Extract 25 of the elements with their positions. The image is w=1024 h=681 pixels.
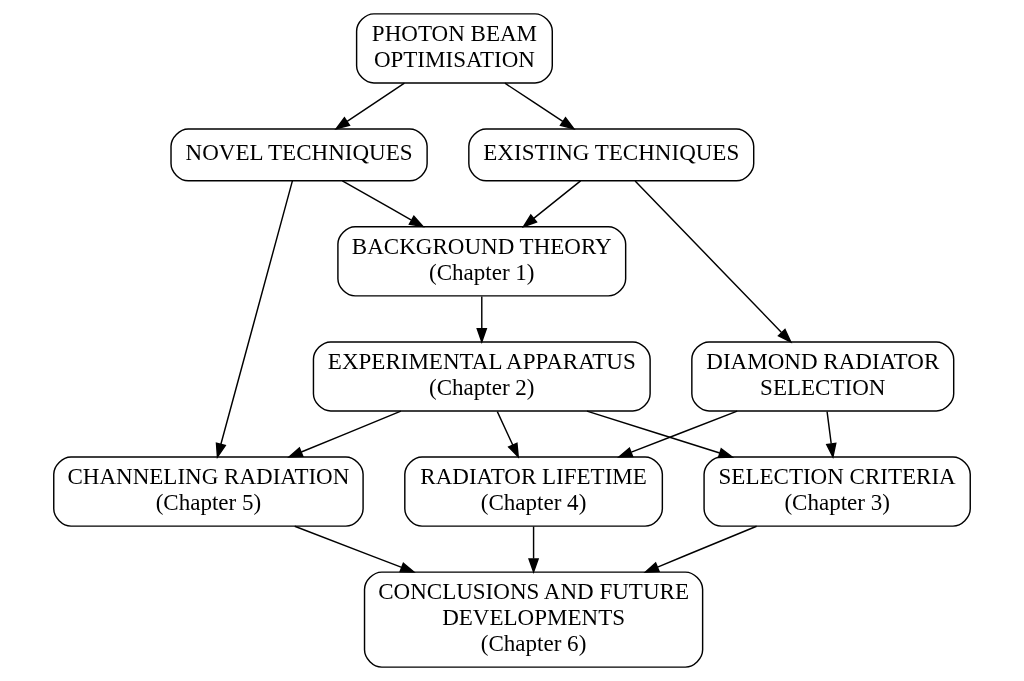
node-box: CHANNELING RADIATION (Chapter 5) <box>53 456 364 527</box>
arrow <box>334 82 406 130</box>
node-box: NOVEL TECHNIQUES <box>170 128 428 182</box>
arrow <box>287 410 402 458</box>
node-box: EXPERIMENTAL APPARATUS (Chapter 2) <box>312 341 651 412</box>
arrow <box>496 410 520 459</box>
arrow <box>616 410 738 458</box>
arrow <box>215 180 294 459</box>
node-box: RADIATOR LIFETIME (Chapter 4) <box>404 456 664 527</box>
arrow <box>586 410 735 459</box>
arrow <box>528 525 540 575</box>
node-box: DIAMOND RADIATOR SELECTION <box>691 341 955 412</box>
arrow <box>634 180 793 344</box>
arrow <box>476 295 488 344</box>
arrow <box>825 410 837 460</box>
arrow <box>521 180 582 228</box>
node-box: CONCLUSIONS AND FUTURE DEVELOPMENTS (Chapter 6) <box>363 571 704 668</box>
node-box: PHOTON BEAM OPTIMISATION <box>355 13 553 84</box>
arrow <box>643 525 758 573</box>
arrow <box>341 180 425 228</box>
arrow <box>504 82 576 130</box>
arrow <box>293 525 416 573</box>
node-box: BACKGROUND THEORY (Chapter 1) <box>337 226 627 297</box>
node-box: SELECTION CRITERIA (Chapter 3) <box>703 456 971 527</box>
node-box: EXISTING TECHNIQUES <box>468 128 755 182</box>
